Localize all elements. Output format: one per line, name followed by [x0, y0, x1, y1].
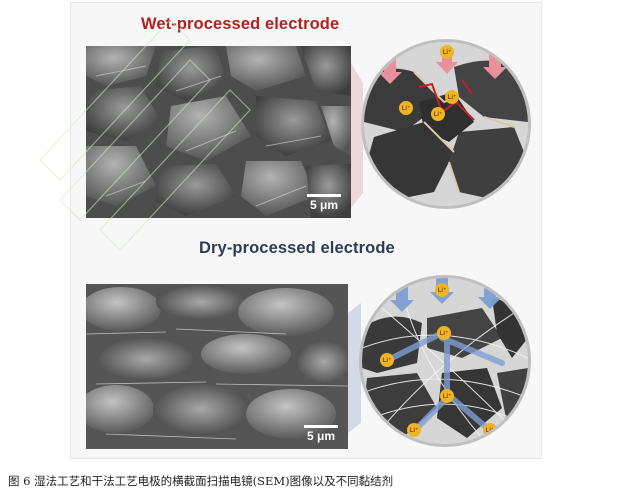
dry-li-ion-3: Li⁺	[383, 357, 392, 364]
dry-li-ion-4: Li⁺	[443, 393, 452, 400]
dry-li-ion-1: Li⁺	[438, 287, 447, 294]
wet-scale-line	[307, 194, 341, 197]
wet-zoom-schematic: Li⁺ Li⁺ Li⁺ Li⁺	[361, 39, 531, 209]
wet-li-ion-4: Li⁺	[434, 111, 443, 118]
dry-scale-bar: 5 μm	[304, 425, 338, 443]
dry-schematic-drawing: Li⁺ Li⁺ Li⁺ Li⁺ Li⁺ Li⁺	[362, 278, 528, 444]
wet-li-ion-2: Li⁺	[448, 94, 457, 101]
dry-zoom-schematic: Li⁺ Li⁺ Li⁺ Li⁺ Li⁺ Li⁺	[359, 275, 531, 447]
dry-li-ion-6: Li⁺	[486, 427, 495, 434]
wet-schematic-drawing: Li⁺ Li⁺ Li⁺ Li⁺	[364, 42, 528, 206]
dry-li-ion-2: Li⁺	[440, 330, 449, 337]
dry-li-ion-5: Li⁺	[410, 427, 419, 434]
figure-panel: Wet-processed electrode	[70, 2, 542, 459]
wet-li-ion-1: Li⁺	[443, 49, 452, 56]
wet-li-ion-3: Li⁺	[402, 105, 411, 112]
zoom-connectors	[348, 63, 363, 433]
dry-scale-label: 5 μm	[306, 429, 336, 443]
caption-fade-overlay	[420, 466, 530, 490]
dry-scale-line	[304, 425, 338, 428]
wet-scale-label: 5 μm	[309, 198, 339, 212]
figure-caption: 图 6 湿法工艺和干法工艺电极的横截面扫描电镜(SEM)图像以及不同黏结剂	[8, 474, 394, 488]
wet-scale-bar: 5 μm	[307, 194, 341, 212]
dry-sem-image: 5 μm	[86, 284, 348, 449]
